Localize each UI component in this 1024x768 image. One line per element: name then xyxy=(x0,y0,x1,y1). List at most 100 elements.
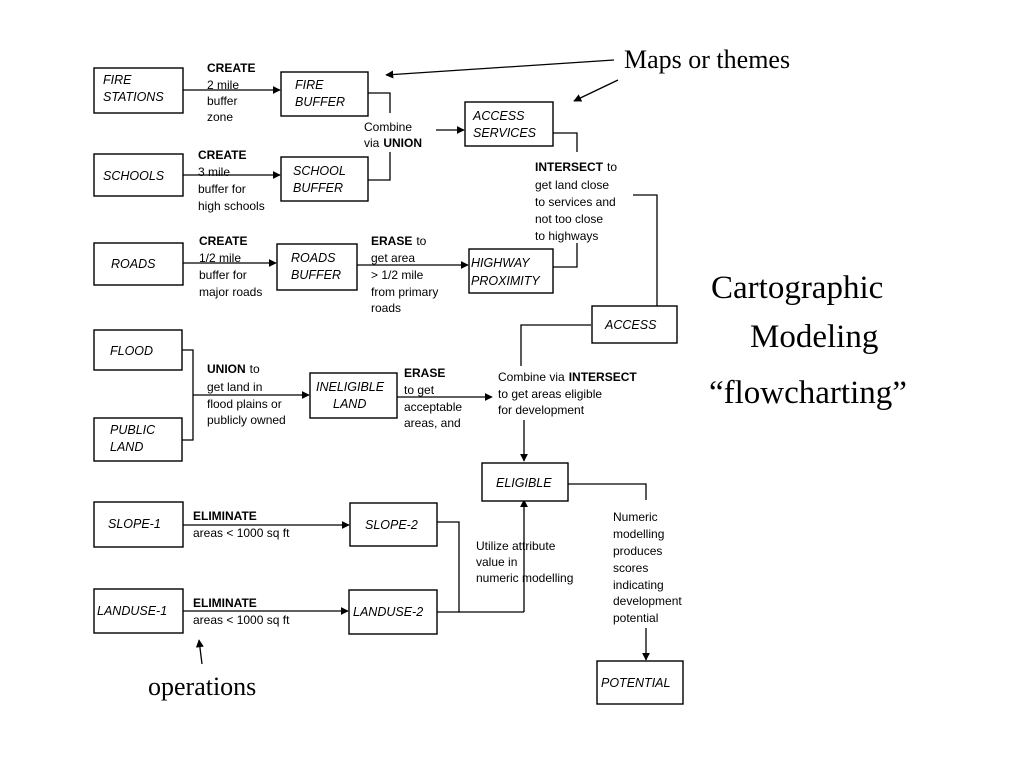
box-fire-stations: FIRE STATIONS xyxy=(93,67,184,114)
svg-text:potential: potential xyxy=(613,611,658,625)
svg-text:LANDUSE-2: LANDUSE-2 xyxy=(353,605,423,619)
box-highway-proximity: HIGHWAY PROXIMITY xyxy=(468,248,554,294)
op-numeric: Numeric modelling produces scores indica… xyxy=(613,510,682,625)
box-fire-buffer: FIRE BUFFER xyxy=(280,71,369,117)
svg-text:CREATE: CREATE xyxy=(199,234,247,248)
svg-text:buffer for: buffer for xyxy=(199,268,247,282)
svg-text:scores: scores xyxy=(613,561,648,575)
svg-text:LAND: LAND xyxy=(110,440,143,454)
svg-text:ELIMINATE: ELIMINATE xyxy=(193,509,257,523)
svg-text:ROADS: ROADS xyxy=(291,251,336,265)
svg-text:areas < 1000 sq ft: areas < 1000 sq ft xyxy=(193,613,290,627)
svg-text:flood plains or: flood plains or xyxy=(207,397,282,411)
svg-text:BUFFER: BUFFER xyxy=(293,181,343,195)
line-access-to-intersect xyxy=(520,324,591,366)
svg-text:Utilize attribute: Utilize attribute xyxy=(476,539,556,553)
svg-text:numeric modelling: numeric modelling xyxy=(476,571,573,585)
op-create-roads: CREATE 1/2 mile buffer for major roads xyxy=(199,234,262,299)
svg-text:FLOOD: FLOOD xyxy=(110,344,153,358)
svg-text:from primary: from primary xyxy=(371,285,438,299)
box-landuse2: LANDUSE-2 xyxy=(348,589,438,635)
svg-text:high schools: high schools xyxy=(198,199,265,213)
line-fire-buffer-to-union xyxy=(368,92,391,113)
svg-text:ELIMINATE: ELIMINATE xyxy=(193,596,257,610)
svg-text:SCHOOLS: SCHOOLS xyxy=(103,169,165,183)
line-highway-proximity-to-intersect xyxy=(553,243,578,268)
svg-text:development: development xyxy=(613,594,682,608)
box-roads: ROADS xyxy=(93,242,184,286)
op-utilize: Utilize attribute value in numeric model… xyxy=(476,539,573,585)
svg-text:major roads: major roads xyxy=(199,285,262,299)
svg-text:INELIGIBLE: INELIGIBLE xyxy=(316,380,385,394)
svg-text:roads: roads xyxy=(371,301,401,315)
svg-text:areas, and: areas, and xyxy=(404,416,461,430)
svg-text:buffer: buffer xyxy=(207,94,237,108)
svg-text:STATIONS: STATIONS xyxy=(103,90,164,104)
box-slope1: SLOPE-1 xyxy=(93,501,184,548)
connectors xyxy=(182,59,658,665)
box-eligible: ELIGIBLE xyxy=(481,462,569,502)
svg-text:BUFFER: BUFFER xyxy=(295,95,345,109)
svg-text:acceptable: acceptable xyxy=(404,400,462,414)
svg-text:SLOPE-2: SLOPE-2 xyxy=(365,518,418,532)
line-flood-public-land-bracket xyxy=(182,349,194,441)
svg-text:Combine: Combine xyxy=(364,120,412,134)
svg-text:for development: for development xyxy=(498,403,585,417)
arrow-maps-to-fire-buffer xyxy=(385,59,615,79)
svg-text:1/2 mile: 1/2 mile xyxy=(199,251,241,265)
op-create-school: CREATE 3 mile buffer for high schools xyxy=(198,148,265,213)
svg-text:Numeric: Numeric xyxy=(613,510,658,524)
box-landuse1: LANDUSE-1 xyxy=(93,588,184,634)
line-access-services-to-intersect xyxy=(553,132,578,152)
svg-text:SERVICES: SERVICES xyxy=(473,126,537,140)
svg-text:to highways: to highways xyxy=(535,229,598,243)
box-flood: FLOOD xyxy=(93,329,183,371)
box-schools: SCHOOLS xyxy=(93,153,184,197)
box-potential: POTENTIAL xyxy=(596,660,684,705)
svg-text:get land close: get land close xyxy=(535,178,609,192)
svg-text:3 mile: 3 mile xyxy=(198,165,230,179)
arrow-maps-to-access-services xyxy=(573,79,619,102)
op-eliminate-slope: ELIMINATE areas < 1000 sq ft xyxy=(193,509,290,540)
box-public-land: PUBLIC LAND xyxy=(93,417,183,462)
line-school-buffer-to-union xyxy=(368,152,391,181)
svg-text:get area: get area xyxy=(371,251,415,265)
svg-text:not too close: not too close xyxy=(535,212,603,226)
op-eliminate-landuse: ELIMINATE areas < 1000 sq ft xyxy=(193,596,290,627)
svg-text:produces: produces xyxy=(613,544,662,558)
op-erase-ineligible: ERASE to get acceptable areas, and xyxy=(404,366,462,430)
box-ineligible-land: INELIGIBLE LAND xyxy=(309,372,398,419)
box-roads-buffer: ROADS BUFFER xyxy=(276,243,358,291)
svg-text:value in: value in xyxy=(476,555,517,569)
arrow-operations-to-eliminate xyxy=(195,639,204,665)
svg-text:CREATE: CREATE xyxy=(207,61,255,75)
svg-text:2 mile: 2 mile xyxy=(207,78,239,92)
svg-text:SLOPE-1: SLOPE-1 xyxy=(108,517,161,531)
svg-text:modelling: modelling xyxy=(613,527,664,541)
svg-text:PROXIMITY: PROXIMITY xyxy=(471,274,541,288)
svg-text:SCHOOL: SCHOOL xyxy=(293,164,346,178)
svg-text:HIGHWAY: HIGHWAY xyxy=(471,256,531,270)
title-line-2: Modeling xyxy=(750,319,878,355)
svg-text:ACCESS: ACCESS xyxy=(472,109,525,123)
svg-text:ACCESS: ACCESS xyxy=(604,318,657,332)
box-school-buffer: SCHOOL BUFFER xyxy=(280,156,369,202)
svg-text:LANDUSE-1: LANDUSE-1 xyxy=(97,604,167,618)
svg-text:zone: zone xyxy=(207,110,233,124)
svg-text:POTENTIAL: POTENTIAL xyxy=(601,676,671,690)
svg-text:buffer for: buffer for xyxy=(198,182,246,196)
annotation-maps-or-themes: Maps or themes xyxy=(624,45,790,74)
svg-text:ROADS: ROADS xyxy=(111,257,156,271)
svg-text:to services and: to services and xyxy=(535,195,616,209)
svg-text:areas < 1000 sq ft: areas < 1000 sq ft xyxy=(193,526,290,540)
svg-text:ERASE: ERASE xyxy=(404,366,445,380)
